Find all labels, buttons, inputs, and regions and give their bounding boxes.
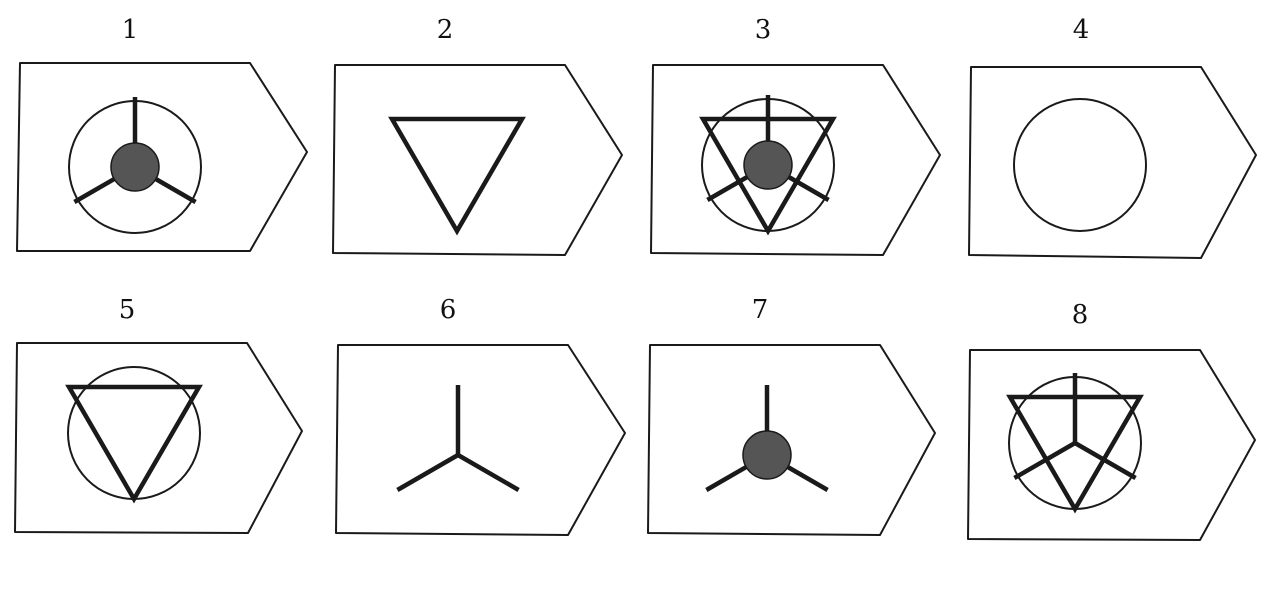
spokes-shape	[396, 385, 520, 492]
card-number: 6	[439, 295, 457, 325]
card-outline	[647, 344, 936, 536]
card-number: 7	[751, 295, 769, 325]
card-figure	[968, 66, 1257, 259]
triangle-shape	[388, 116, 526, 236]
card-outline	[14, 342, 303, 534]
card-outline	[650, 64, 941, 256]
card-number: 1	[121, 15, 139, 45]
center-dot	[110, 142, 160, 192]
card-symbol	[396, 385, 520, 492]
spoke-line	[1013, 441, 1077, 480]
spoke-line	[456, 453, 520, 492]
card-figure	[967, 349, 1256, 541]
card-figure	[16, 62, 308, 252]
card-figure	[647, 344, 936, 536]
card-symbol	[699, 95, 837, 236]
card-figure	[335, 344, 626, 536]
card-outline	[968, 66, 1257, 259]
card-outline	[332, 64, 623, 256]
card-number: 4	[1072, 15, 1090, 45]
card-figure	[650, 64, 941, 256]
card-2: 2	[330, 15, 630, 256]
card-number: 8	[1071, 300, 1089, 330]
spoke-line	[396, 453, 460, 492]
spokes-shape	[1013, 373, 1137, 480]
card-symbol	[1013, 98, 1147, 232]
triangle-shape	[65, 384, 203, 504]
card-4: 4	[966, 15, 1266, 259]
card-outline	[335, 344, 626, 536]
card-6: 6	[333, 295, 633, 536]
card-7: 7	[645, 295, 945, 536]
card-symbol	[68, 97, 202, 234]
card-figure	[14, 342, 303, 534]
card-number: 3	[754, 15, 772, 45]
circle-shape	[1013, 98, 1147, 232]
card-number: 5	[118, 295, 136, 325]
card-3: 3	[648, 15, 948, 256]
card-8: 8	[965, 300, 1265, 541]
card-1: 1	[15, 15, 315, 255]
card-figure	[332, 64, 623, 256]
card-symbol	[65, 366, 203, 504]
center-dot	[743, 140, 793, 190]
card-outline	[16, 62, 308, 252]
center-dot	[742, 430, 792, 480]
card-number: 2	[436, 15, 454, 45]
card-symbol	[705, 385, 829, 492]
card-symbol	[1006, 373, 1144, 514]
card-symbol	[388, 116, 526, 236]
spoke-line	[1073, 441, 1137, 480]
card-5: 5	[12, 295, 312, 535]
